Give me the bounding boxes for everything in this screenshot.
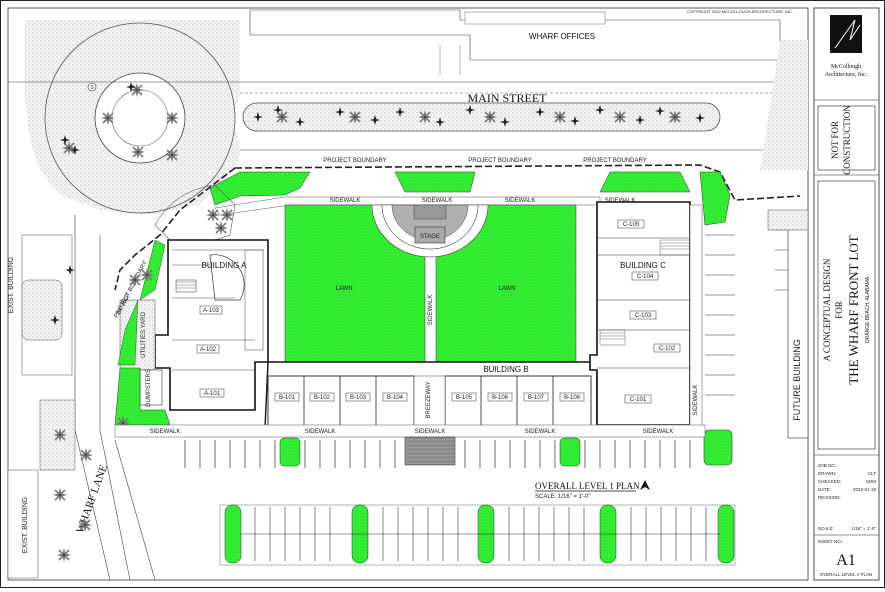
lawn-label-right: LAWN [498,286,515,292]
plan-title-block: OVERALL LEVEL 1 PLAN SCALE: 1/16" = 1'-0… [535,480,650,500]
scale-value: 1/16" = 1'-0" [852,526,877,531]
room-a-103: A-103 [203,308,220,314]
sidewalk-label-top-4: SIDEWALK [605,198,636,204]
north-arrow-icon [640,480,650,490]
firm-logo [830,15,862,53]
job-no-label: JOB NO.: [818,463,837,468]
title-block: McCollough Architecture, Inc. NOT FOR CO… [813,7,880,581]
project-boundary-label-2: PROJECT BOUNDARY [468,158,531,164]
revision-label: REVISION: [818,495,841,500]
sidewalk-label-south-4: SIDEWALK [525,429,556,435]
sidewalk-label-south-1: SIDEWALK [150,429,181,435]
sidewalk-label-center: SIDEWALK [428,295,434,326]
room-a-102: A-102 [200,347,217,353]
exist-building-label-lower: EXIST. BUILDING [22,497,29,553]
room-b-102: B-102 [314,395,331,401]
lawn-label-left: LAWN [335,286,352,292]
project-boundary-label-1: PROJECT BOUNDARY [323,158,386,164]
room-c-101: C-101 [630,397,647,403]
firm-name-line-1: McCollough [831,64,861,70]
main-street-label: MAIN STREET [468,91,548,105]
plan-scale: SCALE: 1/16" = 1'-0" [535,494,591,500]
project-for: FOR [834,301,844,319]
room-c-105: C-105 [623,222,640,228]
wharf-offices-label: WHARF OFFICES [529,32,595,41]
sidewalk-label-south-3: SIDEWALK [415,429,446,435]
room-c-102: C-102 [659,346,676,352]
drawn-label: DRAWN: [818,471,836,476]
drawn-value: CLT [868,471,876,476]
room-b-103: B-103 [350,395,367,401]
sidewalk-label-top-1: SIDEWALK [330,198,361,204]
room-c-104: C-104 [637,274,654,280]
room-b-108: B-108 [564,395,581,401]
room-b-104: B-104 [387,395,404,401]
sidewalk-label-top-3: SIDEWALK [505,198,536,204]
utilities-yard-label: UTILITIES YARD [141,311,147,357]
parking-row-2 [254,507,707,561]
parking-row-1 [184,440,691,468]
sheet-number: A1 [836,552,856,569]
copyright-note: COPYRIGHT 2022 MCCOLLOUGH ARCHITECTURE, … [687,9,793,14]
future-building-label: FUTURE BUILDING [792,339,802,421]
date-value: 2022-01-18 [853,487,877,492]
sidewalk-label-top-2: SIDEWALK [422,198,453,204]
sheet-no-label: SHEET NO.: [818,539,843,544]
project-location: ORANGE BEACH, ALABAMA [865,276,871,343]
sidewalk-label-south-5: SIDEWALK [643,429,674,435]
firm-name-line-2: Architecture, Inc. [825,72,868,78]
stage-label: STAGE [420,234,440,240]
room-b-101: B-101 [279,395,296,401]
project-description: A CONCEPTUAL DESIGN [822,258,832,361]
dumpsters-label: DUMPSTERS [146,369,152,407]
building-c-title: BUILDING C [620,261,666,270]
building-b-title: BUILDING B [483,365,528,374]
room-b-106: B-106 [492,395,509,401]
building-a: BUILDING A A-103 A-102 A-101 [154,239,269,411]
building-b: BREEZEWAY BUILDING B B-101 B-102 B-103 B… [264,361,598,429]
not-for-construction-line-1: NOT FOR [830,121,840,159]
building-c: BUILDING C C-105 C-104 C-103 C-102 C-101 [589,201,691,426]
sidewalk-label-right: SIDEWALK [693,385,699,416]
room-c-103: C-103 [635,313,652,319]
plan-title: OVERALL LEVEL 1 PLAN [535,481,640,491]
project-boundary-label-3: PROJECT BOUNDARY [583,158,646,164]
building-a-title: BUILDING A [202,261,248,270]
scale-label: SCALE: [818,526,834,531]
svg-text:S: S [90,85,94,91]
not-for-construction-line-2: CONSTRUCTION [842,105,852,175]
breezeway-label: BREEZEWAY [426,381,432,418]
checked-label: CHECKED: [818,479,841,484]
checked-value: MJM [866,479,876,484]
date-label: DATE: [818,487,831,492]
room-b-105: B-105 [456,395,473,401]
sheet-title: OVERALL LEVEL 1 PLAN [820,572,872,577]
exist-building-label-upper: EXIST. BUILDING [8,257,15,313]
room-a-101: A-101 [204,391,221,397]
project-name: THE WHARF FRONT LOT [846,235,861,384]
sidewalk-label-south-2: SIDEWALK [305,429,336,435]
room-b-107: B-107 [528,395,545,401]
